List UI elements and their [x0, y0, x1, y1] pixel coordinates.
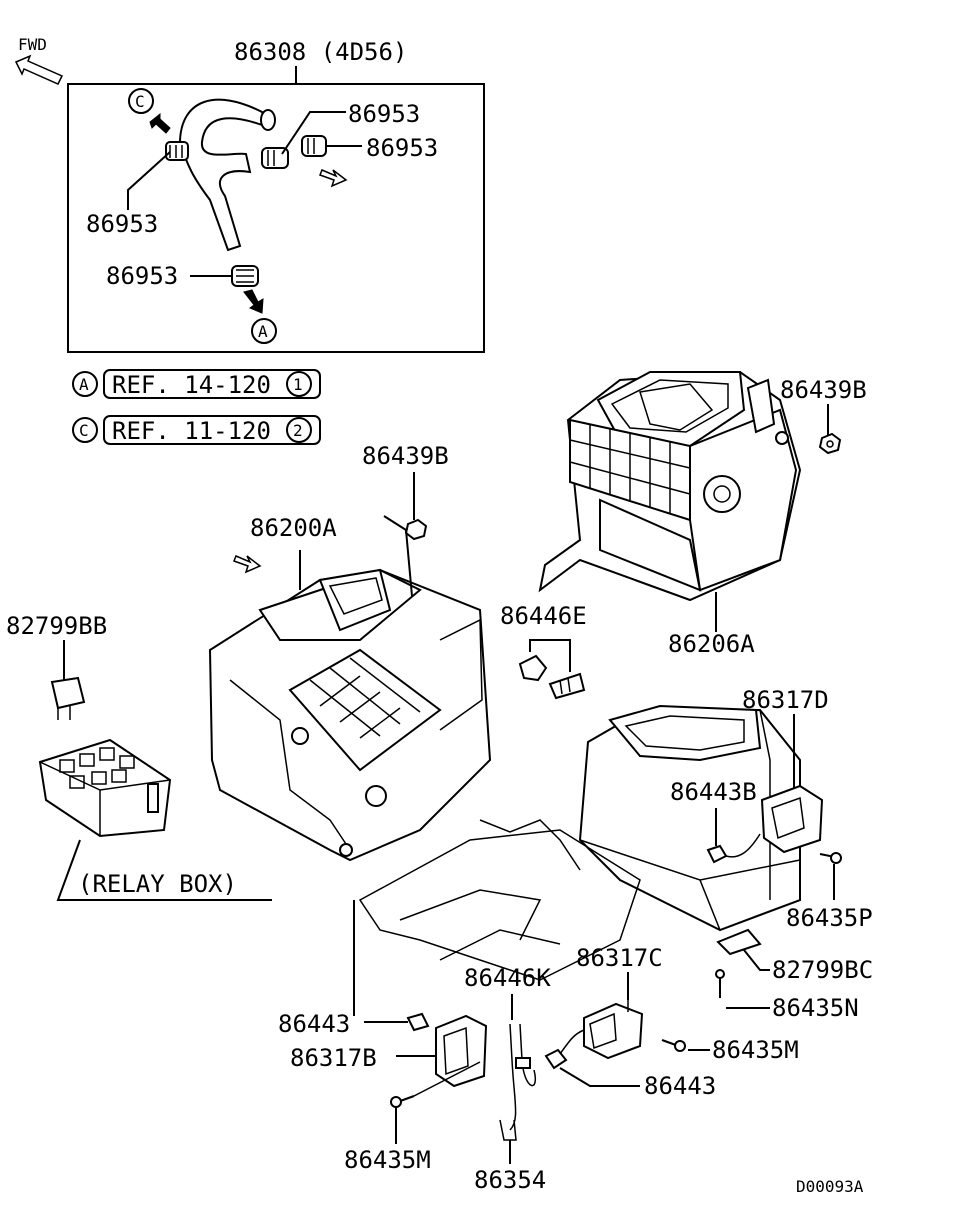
- part-label-86953: 86953: [86, 210, 158, 238]
- clamp-icon: [231, 265, 259, 287]
- part-label-86200A: 86200A: [250, 514, 337, 542]
- sensor-icon: [499, 1023, 536, 1141]
- part-label-86435N: 86435N: [772, 994, 859, 1022]
- blower-unit: 86206A: [538, 370, 802, 658]
- cooling-unit: [578, 704, 801, 932]
- relay-box: [38, 738, 172, 838]
- relay-box-label: (RELAY BOX): [78, 870, 237, 898]
- connector-icon: [544, 1048, 568, 1070]
- screw-icon: [819, 852, 842, 864]
- nut-icon: [404, 518, 428, 541]
- screw-icon: [390, 1095, 415, 1108]
- ref-mark-c: C: [79, 421, 89, 440]
- actuator-icon: [760, 784, 824, 854]
- part-label-86206A: 86206A: [668, 630, 755, 658]
- part-label-86439B: 86439B: [362, 442, 449, 470]
- heater-unit: 86200A: [208, 514, 492, 862]
- mark-c: C: [135, 92, 145, 111]
- part-label-86443: 86443: [644, 1072, 716, 1100]
- nut-icon: [818, 432, 842, 455]
- fwd-indicator: FWD: [14, 35, 64, 85]
- sensor-clip-icon: [716, 928, 762, 956]
- part-label-86317B: 86317B: [290, 1044, 377, 1072]
- grommet-icon: [518, 654, 548, 682]
- part-label-86953: 86953: [106, 262, 178, 290]
- relay-icon: [50, 676, 86, 720]
- part-label-86435M: 86435M: [344, 1146, 431, 1174]
- part-label-86317D: 86317D: [742, 686, 829, 714]
- fwd-label: FWD: [18, 35, 47, 54]
- part-label-86354: 86354: [474, 1166, 546, 1194]
- drawing-number: D00093A: [796, 1177, 864, 1196]
- part-label-86953: 86953: [366, 134, 438, 162]
- ref-text: REF. 11-120: [112, 417, 271, 445]
- airflow-arrow-icon: [233, 555, 262, 574]
- part-label-82799BC: 82799BC: [772, 956, 873, 984]
- part-label-86446K: 86446K: [464, 964, 551, 992]
- clip-icon: [548, 672, 586, 700]
- part-label-86446E: 86446E: [500, 602, 587, 630]
- hose-box-title: 86308 (4D56): [234, 38, 407, 66]
- clamp-icon: [165, 141, 189, 161]
- ref-number: 1: [293, 375, 303, 394]
- part-label-82799BB: 82799BB: [6, 612, 107, 640]
- actuator-icon: [583, 1002, 644, 1060]
- heater-hose: [178, 98, 273, 252]
- part-label-86435P: 86435P: [786, 904, 873, 932]
- clamp-icon: [301, 135, 327, 157]
- airflow-arrow-icon: [319, 169, 348, 188]
- actuator-icon: [435, 1014, 488, 1088]
- flow-arrow-icon: [243, 289, 264, 314]
- screw-icon: [661, 1039, 686, 1052]
- hose-box-frame: [67, 83, 485, 353]
- hose-box: 86308 (4D56) 86953 86953 86953 86953 C A: [67, 38, 485, 353]
- part-label-86953: 86953: [348, 100, 420, 128]
- ref-number: 2: [293, 421, 303, 440]
- ref-mark-a: A: [79, 375, 89, 394]
- mark-a: A: [258, 322, 268, 341]
- duct-outline: [358, 819, 641, 981]
- part-label-86439B: 86439B: [780, 376, 867, 404]
- part-label-86443B: 86443B: [670, 778, 757, 806]
- connector-icon: [406, 1012, 430, 1032]
- part-label-86317C: 86317C: [576, 944, 663, 972]
- fwd-arrow-icon: [14, 54, 64, 85]
- screw-icon: [715, 969, 725, 998]
- part-label-86435M: 86435M: [712, 1036, 799, 1064]
- part-label-86443: 86443: [278, 1010, 350, 1038]
- ref-text: REF. 14-120: [112, 371, 271, 399]
- reference-list: A REF. 14-120 1 C REF. 11-120 2: [72, 369, 321, 445]
- flow-arrow-icon: [149, 112, 171, 134]
